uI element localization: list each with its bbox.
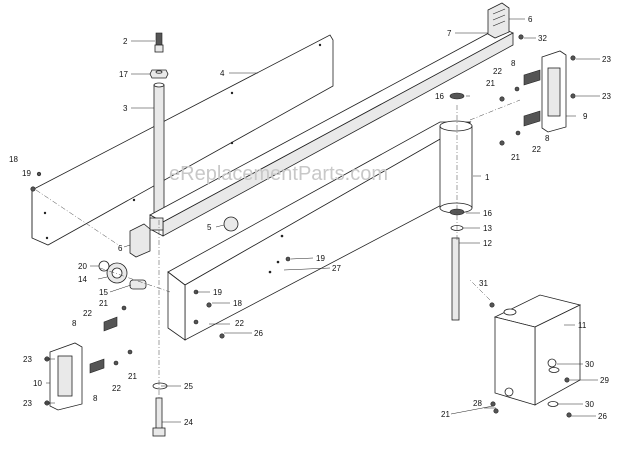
leader-lines	[44, 18, 600, 423]
callout-10: 10	[33, 379, 42, 388]
callout-29: 29	[600, 376, 609, 385]
end-block-left	[49, 342, 83, 411]
callout-2: 2	[123, 37, 128, 46]
back-panel	[31, 34, 334, 246]
pivot-shaft	[153, 82, 165, 216]
callout-26a: 26	[254, 329, 263, 338]
callout-17: 17	[119, 70, 128, 79]
callout-7: 7	[447, 29, 452, 38]
slide-pad-lower	[523, 110, 541, 127]
mounting-bracket	[493, 294, 582, 406]
callout-21d: 21	[128, 372, 137, 381]
callout-11: 11	[578, 321, 587, 330]
callout-9: 9	[583, 112, 588, 121]
end-block-right	[541, 50, 567, 133]
callout-31: 31	[479, 279, 488, 288]
callout-30b: 30	[585, 400, 594, 409]
callout-6b: 6	[118, 244, 123, 253]
spacer-disc	[223, 216, 239, 232]
lower-arm	[167, 121, 472, 341]
callout-22d: 22	[235, 319, 244, 328]
callout-22e: 22	[112, 384, 121, 393]
roller-axle	[451, 237, 460, 321]
callout-13: 13	[483, 224, 492, 233]
callout-15: 15	[99, 288, 108, 297]
callout-8a: 8	[511, 59, 516, 68]
end-cap-top	[487, 2, 510, 39]
callout-14: 14	[78, 275, 87, 284]
callout-16b: 16	[483, 209, 492, 218]
slide-pad-left-lower	[89, 358, 105, 374]
callout-19c: 19	[213, 288, 222, 297]
callout-16a: 16	[435, 92, 444, 101]
callout-27: 27	[332, 264, 341, 273]
threaded-stud	[154, 32, 164, 53]
callout-22a: 22	[493, 67, 502, 76]
callout-28: 28	[473, 399, 482, 408]
callout-23d: 23	[23, 399, 32, 408]
callout-22c: 22	[83, 309, 92, 318]
callout-22b: 22	[532, 145, 541, 154]
bottom-bolt	[152, 397, 166, 437]
callout-21e: 21	[441, 410, 450, 419]
watermark-text: eReplacementParts.com	[169, 163, 388, 185]
callout-19b: 19	[316, 254, 325, 263]
callout-8b: 8	[545, 134, 550, 143]
callout-18a: 18	[9, 155, 18, 164]
end-cap-left	[129, 223, 151, 258]
callout-23c: 23	[23, 355, 32, 364]
alignment-lines	[35, 99, 521, 400]
callout-8c: 8	[72, 319, 77, 328]
callout-32: 32	[538, 34, 547, 43]
callout-24: 24	[184, 418, 193, 427]
callout-labels: 1 2 3 4 5 6 6 7 8 8 8 8 9 10 11 12 13 14…	[9, 15, 611, 427]
callout-5: 5	[207, 223, 212, 232]
callout-19a: 19	[22, 169, 31, 178]
callout-21c: 21	[99, 299, 108, 308]
slide-pad-upper	[523, 69, 541, 86]
callout-23a: 23	[602, 55, 611, 64]
callout-25: 25	[184, 382, 193, 391]
slide-pad-left-upper	[103, 316, 118, 332]
callout-23b: 23	[602, 92, 611, 101]
upper-beam	[149, 26, 514, 237]
fasteners	[30, 34, 576, 418]
callout-1: 1	[485, 173, 490, 182]
callout-20: 20	[78, 262, 87, 271]
pulley	[106, 262, 128, 284]
callout-18b: 18	[233, 299, 242, 308]
roller	[439, 120, 473, 214]
bearing-top	[449, 92, 465, 100]
callout-30a: 30	[585, 360, 594, 369]
callout-12: 12	[483, 239, 492, 248]
callout-8d: 8	[93, 394, 98, 403]
callout-21a: 21	[486, 79, 495, 88]
hex-nut	[149, 69, 169, 79]
callout-4: 4	[220, 69, 225, 78]
callout-6a: 6	[528, 15, 533, 24]
callout-21b: 21	[511, 153, 520, 162]
callout-26b: 26	[598, 412, 607, 421]
pulley-hub	[129, 279, 147, 290]
callout-3: 3	[123, 104, 128, 113]
